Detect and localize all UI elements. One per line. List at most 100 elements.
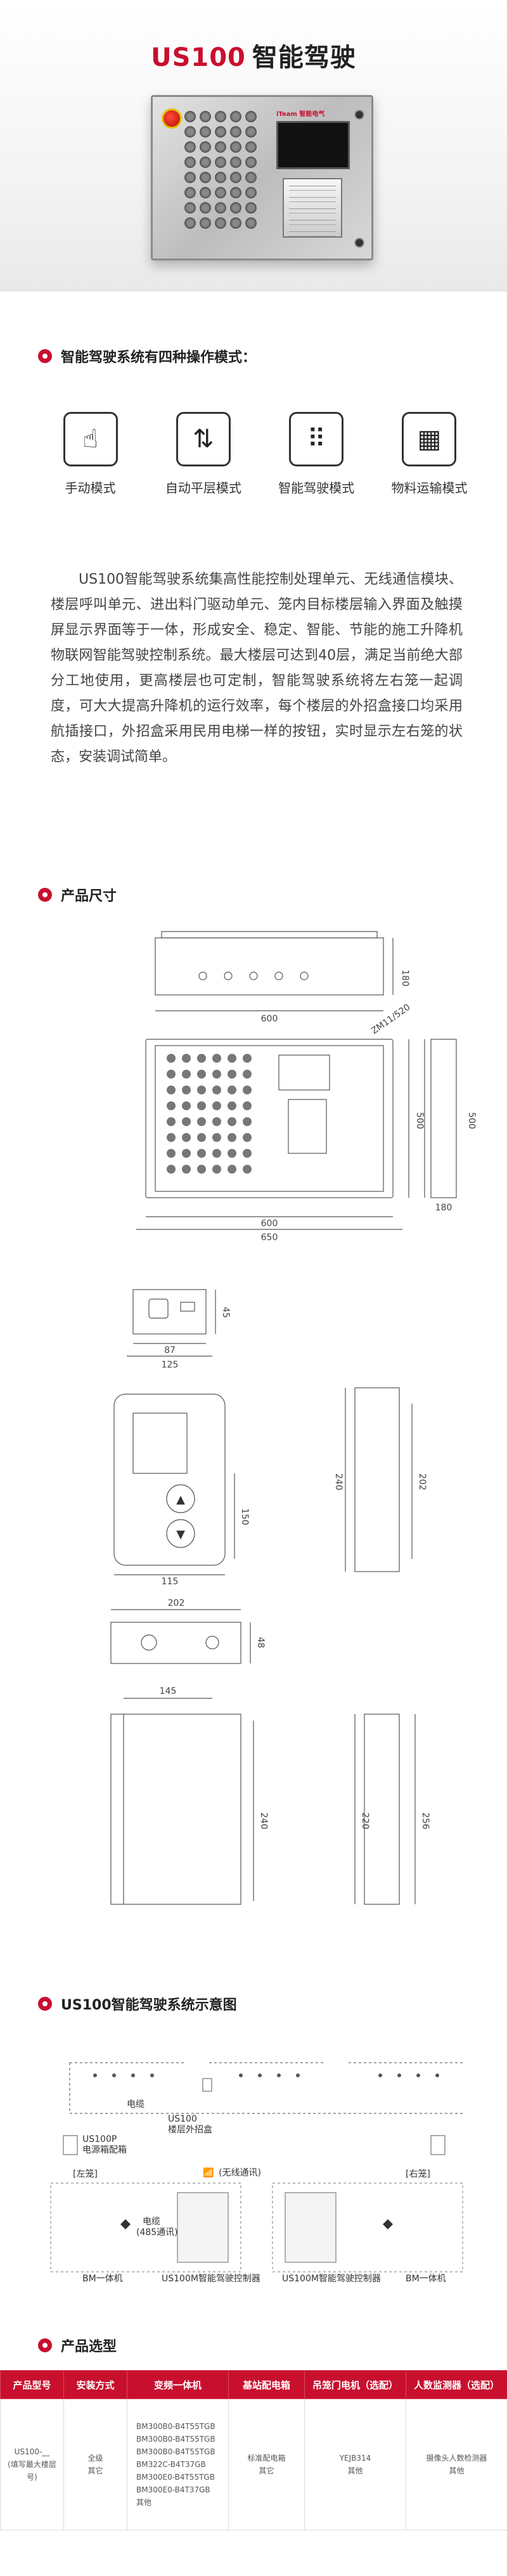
model-name: US100 bbox=[151, 43, 246, 72]
panel-button-dot bbox=[212, 1086, 221, 1094]
panel-brand-label: iTeam 智能电气 bbox=[276, 111, 325, 118]
table-header-row: 产品型号 安装方式 变频一体机 基站配电箱 吊笼门电机（选配） 人数监测器（选配… bbox=[0, 2370, 507, 2399]
controller-dimension-drawing: 600 180 600 650 500 180 500 ZM11/520 bbox=[0, 925, 507, 1257]
panel-button-dot bbox=[197, 1117, 206, 1126]
schematic-module-sub: 楼层外招盒 bbox=[168, 2124, 212, 2135]
mode-label: 智能驾驶模式 bbox=[278, 480, 355, 496]
product-selection-table: 产品型号 安装方式 变频一体机 基站配电箱 吊笼门电机（选配） 人数监测器（选配… bbox=[0, 2370, 507, 2530]
panel-button-dot bbox=[167, 1165, 176, 1174]
panel-button-dot bbox=[212, 1149, 221, 1158]
controller-right-label: US100M智能驾驶控制器 bbox=[282, 2274, 381, 2284]
panel-button-dot bbox=[228, 1149, 236, 1158]
product-name: 智能驾驶 bbox=[252, 43, 356, 72]
dim-front-height: 240 bbox=[333, 1473, 343, 1490]
mode-material-transport: ▦ 物料运输模式 bbox=[377, 412, 482, 496]
dim-top-height: 48 bbox=[255, 1637, 266, 1648]
mode-smart-driving: ⠿ 智能驾驶模式 bbox=[264, 412, 369, 496]
panel-button-dot bbox=[197, 1086, 206, 1094]
panel-button-dot bbox=[182, 1133, 191, 1142]
panel-button-dot bbox=[197, 1133, 206, 1142]
svg-text:▲: ▲ bbox=[176, 1493, 185, 1506]
panel-button-dot bbox=[243, 1149, 252, 1158]
schematic-cable-label: 电缆 bbox=[127, 2099, 144, 2110]
dim-top-width: 202 bbox=[168, 1598, 185, 1608]
panel-button-dot bbox=[243, 1165, 252, 1174]
panel-button-dot bbox=[243, 1086, 252, 1094]
cell-inverters: BM300B0-B4T55TGB BM300B0-B4T55TGB BM300B… bbox=[127, 2399, 229, 2530]
panel-button-dot bbox=[197, 1165, 206, 1174]
panel-button-dot bbox=[182, 1117, 191, 1126]
left-cage-label: [左笼] bbox=[73, 2169, 98, 2179]
dim-top-outer-width: 125 bbox=[162, 1360, 179, 1370]
column-header: 安装方式 bbox=[63, 2370, 127, 2399]
panel-button-dot bbox=[167, 1054, 176, 1063]
panel-button-dot bbox=[212, 1070, 221, 1079]
panel-button-dot bbox=[212, 1117, 221, 1126]
panel-button-dot bbox=[182, 1086, 191, 1094]
panel-button-dot bbox=[167, 1086, 176, 1094]
person-pointing-icon: ☝ bbox=[63, 412, 118, 466]
section-bullet-icon bbox=[38, 2338, 52, 2352]
dim-angle-label: ZM11/520 bbox=[369, 1002, 412, 1036]
dim-front-height: 500 bbox=[414, 1112, 425, 1129]
panel-button-dot bbox=[228, 1133, 236, 1142]
panel-button-dot bbox=[228, 1101, 236, 1110]
dimensions-section-heading: 产品尺寸 bbox=[38, 885, 117, 905]
key-switch-icon bbox=[354, 110, 364, 120]
floor-button-grid bbox=[184, 111, 260, 229]
section-bullet-icon bbox=[38, 1997, 52, 2011]
dim-side-height: 500 bbox=[466, 1112, 477, 1129]
schematic-power-sub: 电源箱配箱 bbox=[82, 2145, 127, 2155]
svg-text:▼: ▼ bbox=[176, 1528, 185, 1541]
dim-top-width: 600 bbox=[261, 1014, 278, 1024]
call-box-dimension-drawing: ▲▼ 87 125 45 150 115 240 202 bbox=[0, 1267, 507, 1587]
panel-button-dot bbox=[228, 1165, 236, 1174]
dim-top-height: 45 bbox=[221, 1307, 231, 1318]
wireless-label: (无线通讯) bbox=[219, 2168, 261, 2178]
panel-button-dot bbox=[197, 1101, 206, 1110]
panel-button-dot bbox=[167, 1070, 176, 1079]
section-title: 产品选型 bbox=[61, 2339, 117, 2355]
panel-button-dot bbox=[197, 1149, 206, 1158]
column-header: 吊笼门电机（选配） bbox=[304, 2370, 406, 2399]
panel-button-dot bbox=[182, 1149, 191, 1158]
schematic-power-label: US100P bbox=[82, 2134, 117, 2144]
mode-label: 手动模式 bbox=[65, 480, 116, 496]
section-title: US100智能驾驶系统示意图 bbox=[61, 1997, 237, 2013]
mode-manual: ☝ 手动模式 bbox=[38, 412, 143, 496]
column-header: 变频一体机 bbox=[127, 2370, 229, 2399]
inner-cable-sub: (485通讯) bbox=[136, 2227, 178, 2238]
selection-section-heading: 产品选型 bbox=[38, 2335, 117, 2355]
dim-front-width: 145 bbox=[160, 1686, 177, 1696]
power-box-dimension-drawing: 202 48 145 240 220 256 bbox=[0, 1597, 507, 1929]
right-cage-label: [右笼] bbox=[406, 2169, 430, 2179]
section-title: 产品尺寸 bbox=[61, 888, 117, 904]
panel-button-dot bbox=[167, 1149, 176, 1158]
dim-front-inner: 150 bbox=[240, 1508, 250, 1525]
panel-button-dot bbox=[212, 1101, 221, 1110]
panel-button-dot bbox=[182, 1054, 191, 1063]
system-schematic: 电缆 US100 楼层外招盒 US100P 电源箱配箱 [左笼] [右笼] (无… bbox=[0, 2025, 507, 2293]
key-switch-icon bbox=[354, 238, 364, 248]
emergency-stop-icon bbox=[162, 108, 182, 129]
section-bullet-icon bbox=[38, 349, 52, 363]
panel-button-dot bbox=[243, 1054, 252, 1063]
dim-front-height: 240 bbox=[259, 1812, 269, 1829]
panel-button-dot bbox=[243, 1101, 252, 1110]
column-header: 人数监测器（选配） bbox=[406, 2370, 507, 2399]
dim-side-inner: 220 bbox=[360, 1812, 370, 1829]
panel-button-dot bbox=[212, 1165, 221, 1174]
dim-side-depth: 180 bbox=[435, 1203, 452, 1213]
panel-button-dot bbox=[243, 1133, 252, 1142]
dim-top-height: 180 bbox=[400, 970, 410, 987]
keypad-chip-icon: ⠿ bbox=[289, 412, 344, 466]
column-header: 产品型号 bbox=[0, 2370, 64, 2399]
panel-button-dot bbox=[197, 1070, 206, 1079]
schematic-module-label: US100 bbox=[168, 2114, 197, 2124]
wireless-icon: 📶 bbox=[203, 2167, 214, 2178]
dim-front-width: 600 bbox=[261, 1219, 278, 1229]
dim-top-width: 87 bbox=[164, 1345, 176, 1355]
